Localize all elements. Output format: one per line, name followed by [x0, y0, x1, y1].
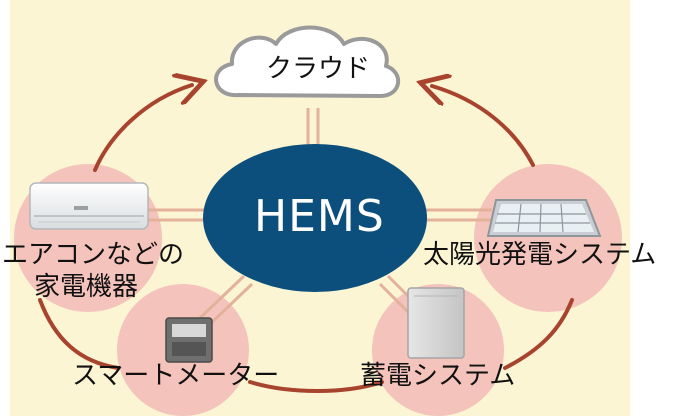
- cloud-icon: [214, 25, 401, 98]
- solar-label: 太陽光発電システム: [423, 240, 657, 270]
- arc-left-lower: [38, 298, 120, 370]
- arc-bottom: [248, 380, 384, 393]
- battery-storage-icon: [407, 287, 465, 359]
- hems-label: HEMS: [254, 191, 385, 242]
- aircon-label-line2: 家電機器: [34, 272, 139, 302]
- flow-arrows: [38, 85, 574, 393]
- cloud-label: クラウド: [266, 54, 371, 84]
- aircon-label-line1: エアコンなどの: [2, 240, 185, 270]
- arrow-to-cloud-right: [432, 86, 535, 167]
- solar-node-circle: [474, 164, 622, 312]
- arc-right-lower: [503, 298, 574, 370]
- hems-ellipse: [203, 144, 427, 292]
- meter-label: スマートメーター: [72, 361, 280, 391]
- arrow-to-cloud-left: [93, 85, 192, 172]
- solar-panel-icon: [486, 199, 602, 237]
- battery-label: 蓄電システム: [360, 361, 516, 391]
- air-conditioner-icon: [29, 182, 149, 230]
- smart-meter-icon: [165, 317, 213, 363]
